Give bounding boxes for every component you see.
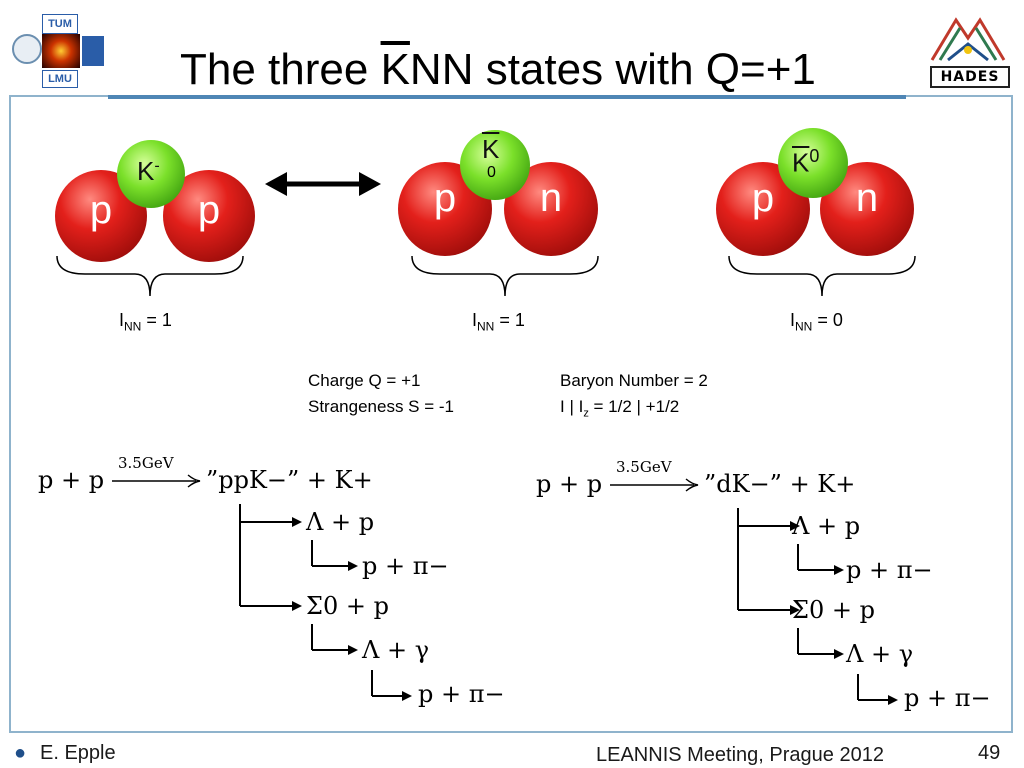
- title-underline: [108, 95, 906, 99]
- nucleon-label-1: p: [89, 188, 113, 232]
- title-kbar: K: [380, 45, 410, 94]
- brace-icon: [56, 255, 244, 297]
- brace-icon: [728, 255, 916, 297]
- nucleon-label-1: p: [751, 176, 775, 220]
- isospin-total-label: I | Iz = 1/2 | +1/2: [560, 397, 680, 420]
- speaker-icon: ●: [14, 742, 27, 764]
- lmu-logo: LMU: [42, 70, 78, 88]
- kaon-label: K: [482, 134, 500, 164]
- reaction-right-energy: 3.5GeV: [616, 458, 672, 476]
- hades-logo: HADES: [926, 14, 1010, 88]
- decay-right-2: Σ0 + p: [792, 596, 875, 624]
- footer-page-number: 49: [978, 742, 1001, 764]
- kaon-label: K-: [137, 156, 160, 186]
- footer-meeting: LEANNIS Meeting, Prague 2012: [596, 744, 884, 766]
- decay-tree-right: [737, 508, 898, 705]
- baryon-label: Baryon Number = 2: [560, 371, 708, 390]
- isospin-label-1: INN = 1: [119, 310, 172, 334]
- nucleon-ball-1: p: [398, 162, 492, 256]
- tum-logo: TUM: [42, 14, 78, 34]
- circle-logo-icon: [12, 34, 42, 64]
- slide-title: The three KNN states with Q=+1: [180, 42, 816, 98]
- state-k0pn: p n K 0: [398, 130, 598, 256]
- state-kpp: p p K-: [55, 140, 255, 262]
- decay-right-2a: Λ + γ: [846, 640, 914, 668]
- left-logo: TUM LMU: [12, 14, 104, 88]
- reaction-right-lhs: p + p: [536, 470, 603, 498]
- brace-icon: [411, 255, 599, 297]
- nucleon-label-1: p: [433, 176, 457, 220]
- decay-left-2a: Λ + γ: [362, 636, 430, 664]
- reaction-arrow-icon: [112, 474, 201, 488]
- decay-right-2b: p + π−: [904, 684, 991, 712]
- title-text-after: NN states with Q=+1: [409, 45, 816, 94]
- isospin-label-2: INN = 1: [472, 310, 525, 334]
- title-text-before: The three: [180, 45, 381, 94]
- reaction-left-lhs: p + p: [38, 466, 105, 494]
- reaction-left-energy: 3.5GeV: [118, 454, 174, 472]
- state-k0pn-i0: p n K0: [716, 128, 916, 256]
- reaction-arrow-icon: [610, 478, 699, 492]
- kaon-subscript: 0: [487, 164, 496, 181]
- eso-logo-icon: [82, 36, 104, 66]
- footer-author: E. Epple: [40, 742, 116, 764]
- decay-right-1: Λ + p: [792, 512, 861, 540]
- double-arrow-icon: [265, 172, 381, 196]
- hades-emblem-icon: [930, 17, 1006, 62]
- cluster-logo-icon: [42, 34, 80, 68]
- reaction-right-rhs: ”dK−” + K+: [704, 470, 856, 498]
- decay-tree-left: [239, 504, 412, 701]
- decay-right-1a: p + π−: [846, 556, 933, 584]
- strangeness-label: Strangeness S = -1: [308, 397, 455, 416]
- kaon-ball: K0: [778, 128, 848, 198]
- kaon-ball: K 0: [460, 130, 530, 200]
- isospin-label-3: INN = 0: [790, 310, 843, 334]
- kaon-label: K0: [792, 146, 820, 178]
- kaon-ball: K-: [117, 140, 185, 208]
- nucleon-label-2: p: [197, 188, 221, 232]
- nucleon-label-2: n: [539, 176, 563, 220]
- decay-left-1a: p + π−: [362, 552, 449, 580]
- reaction-left-rhs: ”ppK−” + K+: [206, 466, 373, 494]
- decay-left-2: Σ0 + p: [306, 592, 389, 620]
- decay-left-2b: p + π−: [418, 680, 505, 708]
- nucleon-label-2: n: [855, 176, 879, 220]
- decay-left-1: Λ + p: [306, 508, 375, 536]
- hades-text: HADES: [930, 66, 1010, 88]
- charge-label: Charge Q = +1: [308, 371, 421, 390]
